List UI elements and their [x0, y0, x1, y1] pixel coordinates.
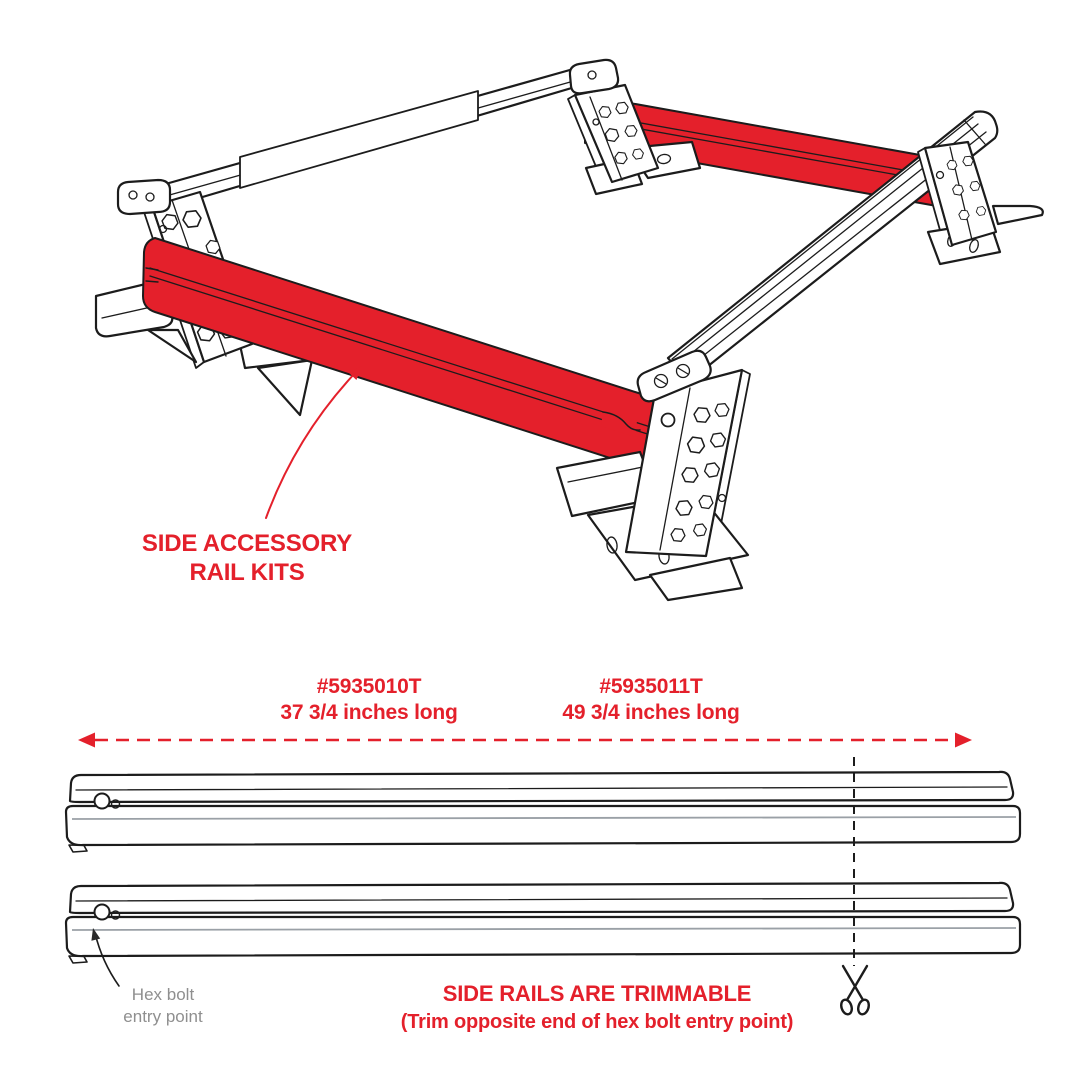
rail-profile-37: [64, 770, 1022, 854]
part-number: #5935011T: [599, 675, 703, 698]
front-side-rail: [142, 237, 661, 475]
leader-arrow: [91, 928, 120, 987]
side-accessory-rail-callout: SIDE ACCESSORY RAIL KITS: [142, 529, 352, 587]
hex-bolt-note: Hex bolt entry point: [123, 984, 202, 1028]
callout-line1: SIDE ACCESSORY: [141, 530, 353, 557]
rack-3d-illustration: [94, 58, 1044, 602]
rail-profile-49: [64, 881, 1022, 965]
hex-bolt-note-line2: entry point: [123, 1007, 203, 1026]
trim-note: SIDE RAILS ARE TRIMMABLE (Trim opposite …: [401, 979, 794, 1037]
front-middle-tower: [555, 349, 751, 602]
callout-arrow: [265, 366, 362, 519]
part-number: #5935010T: [316, 675, 422, 698]
part-length: 49 3/4 inches long: [562, 701, 740, 724]
part-length: 37 3/4 inches long: [280, 701, 458, 724]
trim-note-line1: SIDE RAILS ARE TRIMMABLE: [442, 981, 752, 1006]
part-label-49: #5935011T 49 3/4 inches long: [562, 674, 740, 726]
callout-line2: RAIL KITS: [189, 559, 305, 586]
rear-crossbar: [160, 64, 594, 208]
scissors-icon: [840, 964, 870, 1016]
part-label-37: #5935010T 37 3/4 inches long: [280, 674, 458, 726]
rear-left-tower: [567, 58, 702, 196]
trim-note-line2: (Trim opposite end of hex bolt entry poi…: [400, 1011, 794, 1033]
front-crossbar-and-right-tower: [666, 110, 1044, 384]
hex-bolt-note-line1: Hex bolt: [131, 985, 195, 1004]
dimension-arrow: [78, 732, 972, 748]
